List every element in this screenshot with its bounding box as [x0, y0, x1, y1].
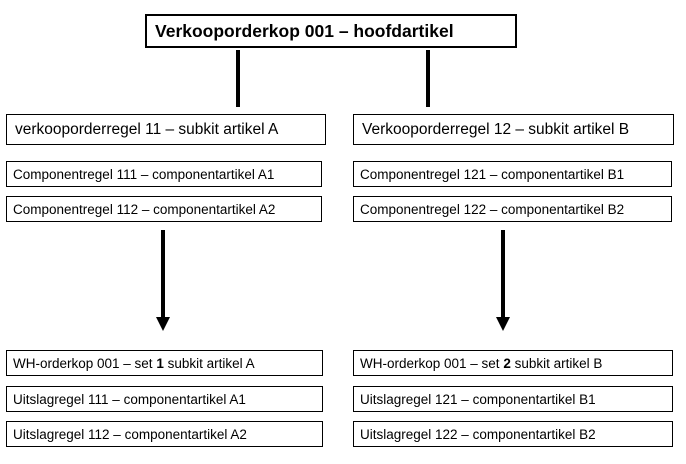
wh-set-number: 2 [503, 355, 511, 371]
arrow-down-icon [496, 317, 510, 331]
arrow-left-shaft [161, 230, 165, 318]
wh-prefix: WH-orderkop 001 – set [360, 355, 504, 371]
arrow-down-icon [156, 317, 170, 331]
output-label: Uitslagregel 111 – componentartikel A1 [13, 391, 246, 407]
output-row-right-1: Uitslagregel 121 – componentartikel B1 [353, 386, 673, 412]
wh-suffix: subkit artikel A [163, 355, 255, 371]
component-row-left-1: Componentregel 111 – componentartikel A1 [6, 161, 322, 187]
wh-order-right: WH-orderkop 001 – set 2 subkit artikel B [353, 350, 673, 376]
subkit-label-right: Verkooporderregel 12 – subkit artikel B [362, 120, 630, 138]
output-row-left-1: Uitslagregel 111 – componentartikel A1 [6, 386, 323, 412]
subkit-box-right: Verkooporderregel 12 – subkit artikel B [353, 114, 674, 145]
wh-set-number: 1 [156, 355, 164, 371]
wh-order-left: WH-orderkop 001 – set 1 subkit artikel A [6, 350, 323, 376]
wh-order-label-right: WH-orderkop 001 – set 2 subkit artikel B [360, 356, 602, 371]
component-label: Componentregel 112 – componentartikel A2 [13, 201, 276, 217]
connector-right [426, 50, 430, 107]
subkit-label-left: verkooporderregel 11 – subkit artikel A [15, 120, 279, 138]
component-row-right-2: Componentregel 122 – componentartikel B2 [353, 196, 672, 222]
output-row-right-2: Uitslagregel 122 – componentartikel B2 [353, 421, 673, 447]
wh-prefix: WH-orderkop 001 – set [13, 355, 157, 371]
arrow-right-shaft [501, 230, 505, 318]
component-row-left-2: Componentregel 112 – componentartikel A2 [6, 196, 322, 222]
output-label: Uitslagregel 122 – componentartikel B2 [360, 426, 596, 442]
component-label: Componentregel 122 – componentartikel B2 [360, 201, 625, 217]
output-label: Uitslagregel 121 – componentartikel B1 [360, 391, 596, 407]
component-label: Componentregel 111 – componentartikel A1 [13, 166, 275, 182]
output-row-left-2: Uitslagregel 112 – componentartikel A2 [6, 421, 323, 447]
component-label: Componentregel 121 – componentartikel B1 [360, 166, 625, 182]
connector-left [236, 50, 240, 107]
header-box: Verkooporderkop 001 – hoofdartikel [145, 14, 517, 48]
component-row-right-1: Componentregel 121 – componentartikel B1 [353, 161, 672, 187]
subkit-box-left: verkooporderregel 11 – subkit artikel A [6, 114, 326, 145]
wh-order-label-left: WH-orderkop 001 – set 1 subkit artikel A [13, 356, 255, 371]
header-title: Verkooporderkop 001 – hoofdartikel [155, 20, 454, 41]
output-label: Uitslagregel 112 – componentartikel A2 [13, 426, 247, 442]
wh-suffix: subkit artikel B [510, 355, 603, 371]
